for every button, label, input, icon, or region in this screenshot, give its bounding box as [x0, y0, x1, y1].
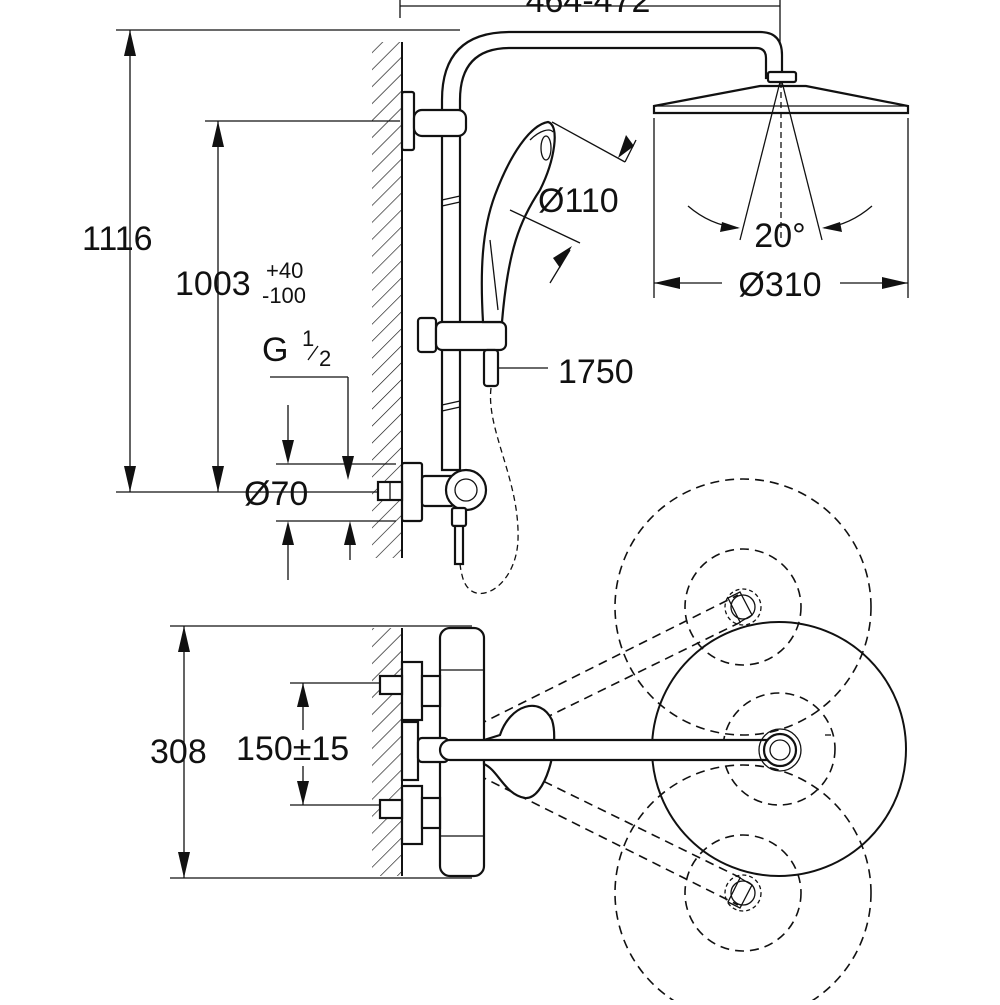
dim-arm-length: 464-472 [399, 0, 781, 75]
hose-callout: 1750 [498, 353, 634, 391]
shower-arm-plan [416, 728, 802, 772]
dim-total-height: 1116 [82, 29, 460, 493]
side-thermostat [376, 461, 488, 566]
thread-denominator: 2 [319, 346, 331, 371]
thread-numerator: 1 [302, 326, 314, 351]
dim-total-height-label: 1116 [82, 220, 153, 258]
shower-hose [458, 387, 519, 595]
dim-rail-tol-minus: -100 [262, 283, 306, 308]
dim-wall-rose: Ø70 [244, 405, 396, 580]
dim-thermostat-height-label: 308 [150, 733, 207, 771]
hand-shower [480, 120, 556, 324]
thread-prefix: G [262, 331, 288, 369]
dim-wall-rose-label: Ø70 [244, 475, 308, 513]
side-view: 464-472 1116 1003 +40 -100 G 1 2 [82, 0, 910, 595]
dim-rail-tol-plus: +40 [266, 258, 303, 283]
arm-positions [727, 591, 831, 909]
head-angle-label: 20° [754, 217, 805, 255]
dim-head-shower-label: Ø310 [738, 266, 821, 304]
thread-callout: G 1 2 [262, 326, 354, 480]
dim-arm-length-label: 464-472 [526, 0, 651, 20]
dim-rail-height-label: 1003 [175, 265, 251, 303]
dim-inlet-spacing-label: 150±15 [236, 730, 349, 768]
dim-hand-shower-label: Ø110 [538, 182, 619, 220]
head-shower: 20° [652, 70, 910, 255]
dim-head-shower: Ø310 [653, 118, 909, 304]
dim-thermostat-height: 308 [150, 625, 472, 879]
dim-inlet-spacing: 150±15 [236, 682, 385, 806]
upper-wall-bracket [400, 90, 468, 152]
dim-hand-shower: Ø110 [509, 121, 637, 284]
wall-lower [372, 628, 403, 876]
hose-length-label: 1750 [558, 353, 634, 391]
plan-view: 308 150±15 [150, 478, 907, 1005]
head-positions [724, 588, 762, 912]
dim-rail-height: 1003 +40 -100 [175, 120, 400, 492]
hand-shower-holder [416, 316, 508, 388]
plan-thermostat [378, 626, 486, 878]
wall-upper [372, 42, 403, 558]
